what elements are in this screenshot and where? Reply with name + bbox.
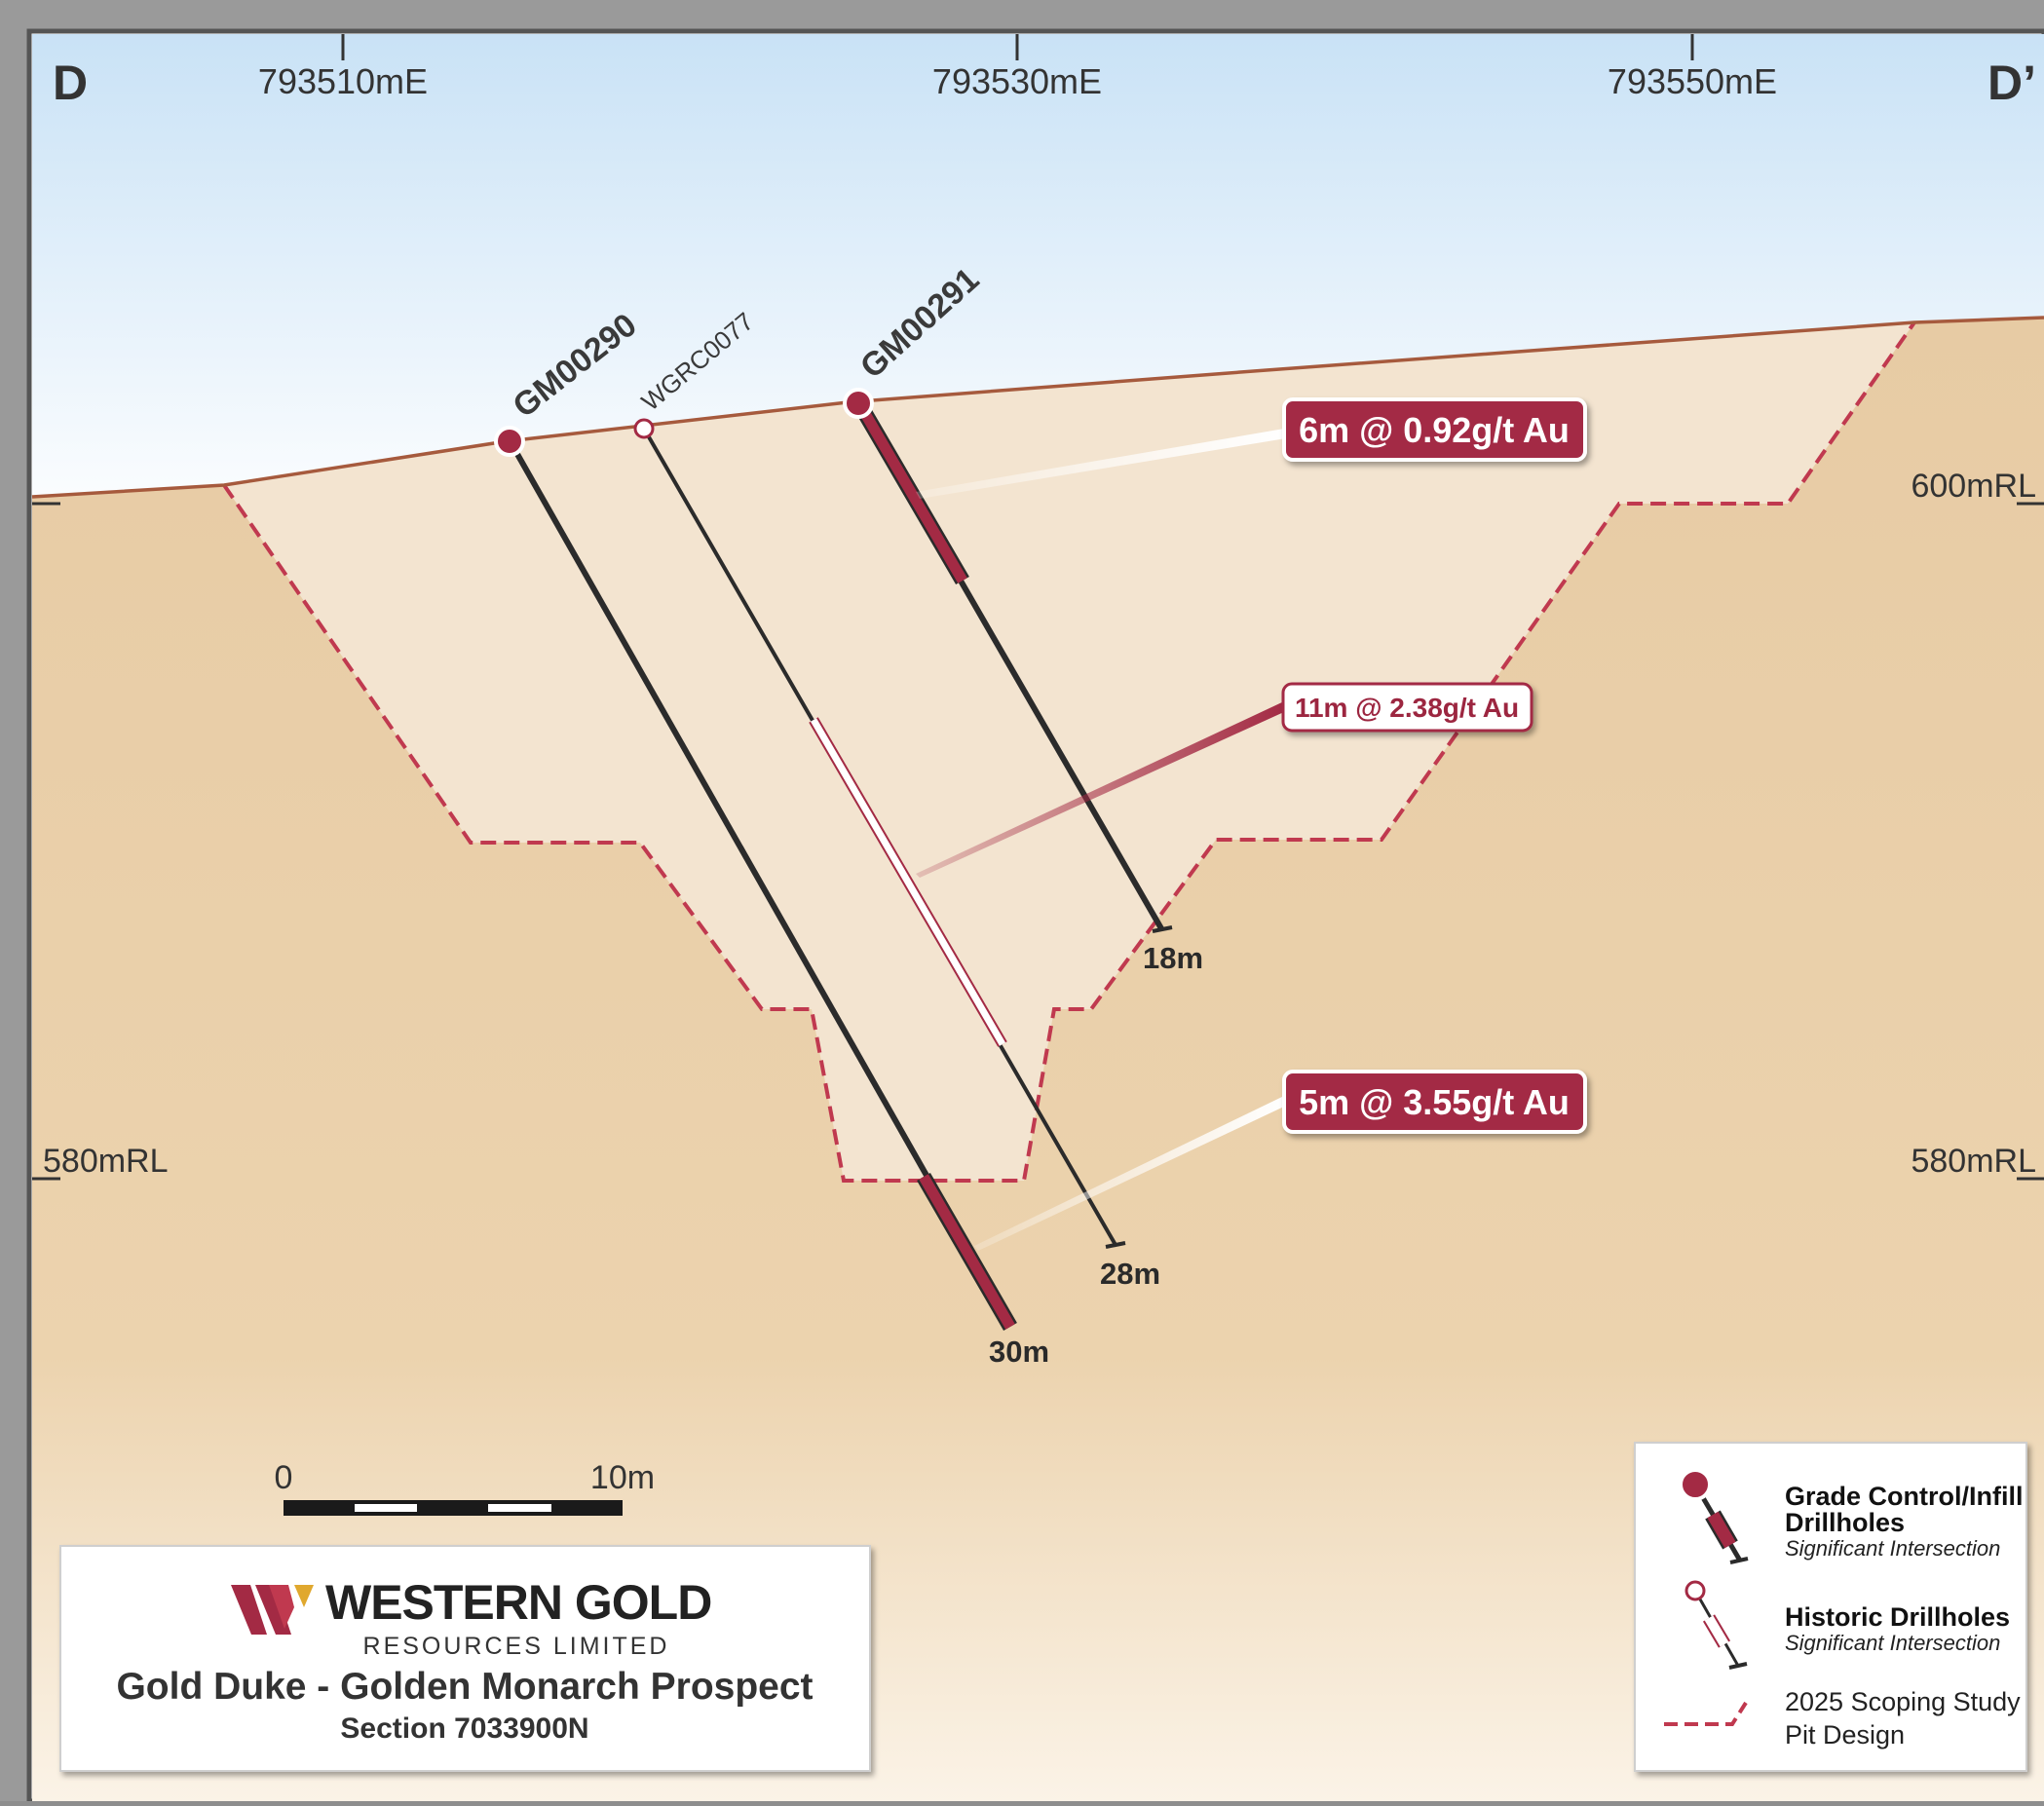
legend-grade-control-title-1: Grade Control/Infill [1785, 1482, 2024, 1511]
rl-600-label: 600mRL [1911, 468, 2036, 505]
callout-6m: 6m @ 0.92g/t Au [1282, 397, 1587, 462]
depth-label-gm00290: 30m [989, 1335, 1049, 1369]
company-logo-text: WESTERN GOLD [325, 1575, 711, 1630]
easting-label-3: 793550mE [1608, 61, 1777, 101]
callout-leader [916, 701, 1286, 878]
legend-historic-title: Historic Drillholes [1785, 1602, 2010, 1632]
depth-label-gm00291: 18m [1143, 941, 1203, 975]
company-logo-mark [231, 1585, 314, 1635]
legend-pit-design-line-2: Pit Design [1785, 1720, 1905, 1750]
callout-leader [916, 429, 1286, 499]
pit-design-fill [224, 322, 1914, 1181]
company-logo-subtext: RESOURCES LIMITED [363, 1633, 670, 1660]
legend: Grade Control/Infill Drillholes Signific… [1634, 1442, 2027, 1772]
depth-label-wgrc0077: 28m [1100, 1257, 1160, 1291]
figure-subtitle: Section 7033900N [340, 1712, 588, 1745]
rl-580-left-label: 580mRL [43, 1143, 169, 1180]
rl-580-right-label: 580mRL [1911, 1143, 2036, 1180]
callout-leader [974, 1096, 1286, 1251]
callout-11m-text: 11m @ 2.38g/t Au [1295, 693, 1519, 723]
legend-pit-design-symbol [1664, 1701, 1748, 1726]
pit-design-outline [222, 320, 1916, 1183]
intersection-wgrc0077 [810, 718, 1006, 1046]
legend-pit-design-line-1: 2025 Scoping Study [1785, 1687, 2021, 1716]
legend-grade-control-sub: Significant Intersection [1785, 1536, 2000, 1561]
callout-5m-text: 5m @ 3.55g/t Au [1299, 1082, 1570, 1122]
legend-grade-control-symbol [1679, 1468, 1749, 1564]
easting-label-1: 793510mE [258, 61, 428, 101]
section-end-label: D’ [1987, 56, 2036, 110]
intersection-gm00291 [855, 402, 967, 583]
easting-label-2: 793530mE [932, 61, 1102, 101]
legend-historic-symbol [1684, 1580, 1748, 1670]
scale-bar: 0 10m [275, 1459, 655, 1516]
end-of-hole-marker [1152, 925, 1173, 933]
scale-bar-start: 0 [275, 1459, 293, 1496]
collar-gm00291 [843, 388, 874, 419]
end-of-hole-marker [1105, 1241, 1126, 1249]
section-start-label: D [53, 56, 88, 110]
legend-grade-control-title-2: Drillholes [1785, 1508, 1905, 1537]
scale-bar-end: 10m [590, 1459, 655, 1496]
callout-5m: 5m @ 3.55g/t Au [1282, 1070, 1587, 1134]
callout-6m-text: 6m @ 0.92g/t Au [1299, 410, 1570, 450]
legend-historic-sub: Significant Intersection [1785, 1631, 2000, 1655]
collar-gm00290 [494, 426, 525, 457]
callout-11m: 11m @ 2.38g/t Au [1281, 682, 1533, 733]
collar-wgrc0077 [633, 418, 655, 439]
intersection-gm00290 [919, 1174, 1015, 1330]
figure-title: Gold Duke - Golden Monarch Prospect [116, 1666, 813, 1708]
title-block: WESTERN GOLD RESOURCES LIMITED Gold Duke… [59, 1545, 871, 1772]
